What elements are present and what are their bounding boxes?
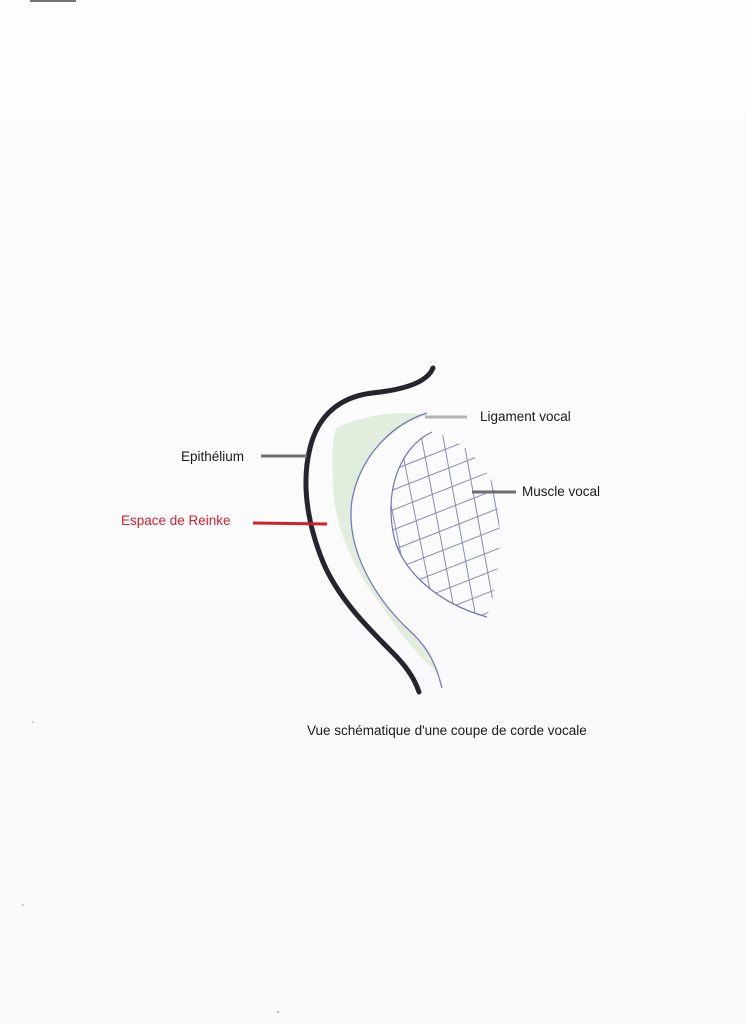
vocal-muscle-hatching	[391, 432, 500, 617]
vocal-muscle-label: Muscle vocal	[522, 484, 601, 499]
vocal-muscle-outline	[390, 431, 488, 618]
scan-speck	[32, 721, 34, 723]
epithelium-label: Epithélium	[181, 449, 245, 464]
diagram-caption: Vue schématique d'une coupe de corde voc…	[307, 723, 587, 738]
reinke-space-pointer-line	[252, 521, 328, 526]
epithelium-outline	[303, 365, 436, 695]
vocal-ligament-label: Ligament vocal	[480, 409, 571, 424]
reinke-space-region	[332, 412, 440, 674]
scan-speck	[277, 1011, 279, 1013]
vocal-ligament-outline	[350, 412, 443, 689]
scan-speck	[22, 904, 24, 906]
reinke-space-label: Espace de Reinke	[121, 513, 231, 528]
